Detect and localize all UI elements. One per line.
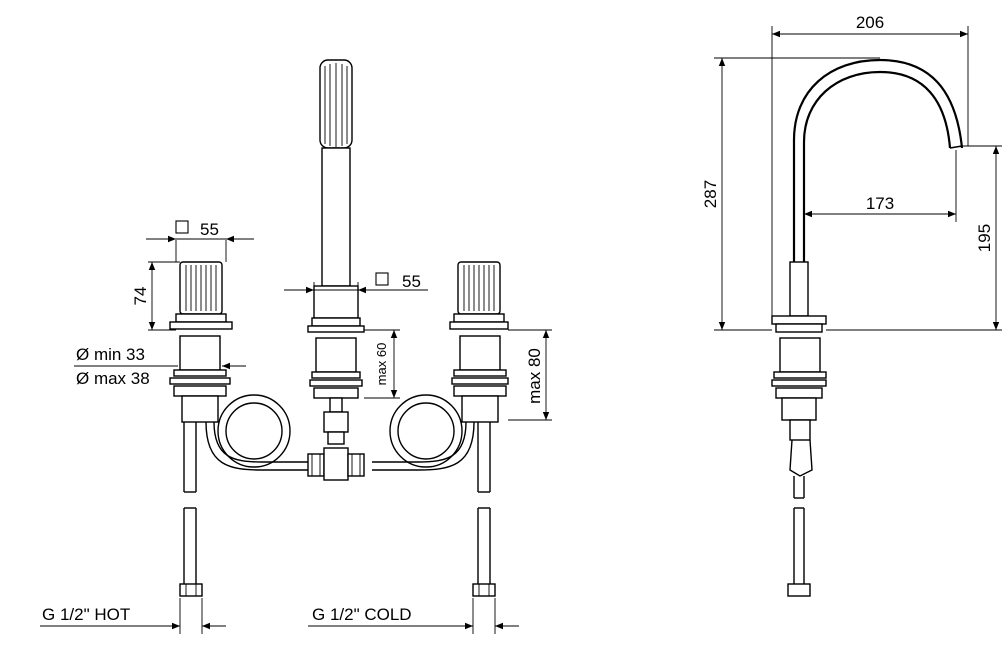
dim-195 (826, 145, 1002, 331)
front-view: 55 74 Ø min 33 Ø max 38 55 (40, 59, 552, 634)
height-287-value: 287 (701, 180, 720, 208)
dim-cold (308, 598, 519, 634)
spout-square-value: 55 (402, 272, 421, 291)
hand-shower (307, 59, 365, 445)
width-206-value: 206 (856, 13, 884, 32)
dim-max-80 (508, 329, 552, 421)
cold-label: G 1/2" COLD (312, 605, 412, 624)
t-connector (307, 447, 365, 481)
right-handle (449, 261, 509, 597)
hot-label: G 1/2" HOT (42, 605, 130, 624)
max-60-label: max 60 (374, 343, 389, 386)
dim-handle-height (148, 261, 180, 331)
dim-max-60 (364, 329, 400, 399)
handle-height-value: 74 (131, 287, 150, 306)
dim-hot (40, 598, 226, 634)
dim-173 (804, 150, 957, 222)
hole-max-label: Ø max 38 (76, 369, 150, 388)
reach-173-value: 173 (866, 194, 894, 213)
height-195-value: 195 (975, 224, 994, 252)
side-view: 206 287 173 195 (701, 13, 1002, 597)
hoses (205, 394, 475, 471)
hole-min-label: Ø min 33 (76, 345, 145, 364)
dim-spout-square (284, 272, 428, 296)
dim-287 (714, 57, 880, 331)
max-80-label: max 80 (525, 348, 544, 404)
handle-square-value: 55 (200, 220, 219, 239)
dim-206 (771, 26, 969, 316)
dim-handle-square (146, 220, 254, 262)
left-handle (169, 261, 233, 597)
